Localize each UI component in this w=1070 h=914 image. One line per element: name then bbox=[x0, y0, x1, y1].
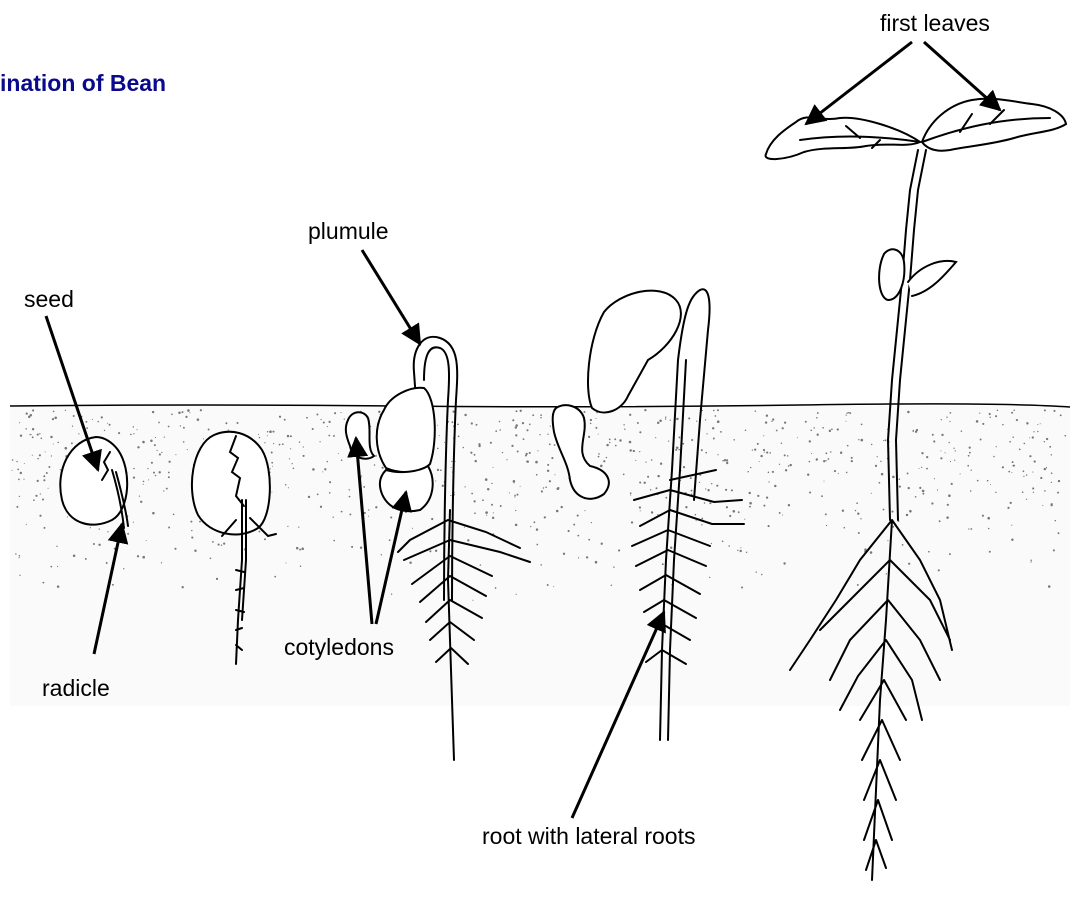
arrow-first-leaves-right bbox=[924, 42, 1000, 110]
arrow-plumule bbox=[362, 250, 420, 344]
arrow-first-leaves-left bbox=[806, 42, 912, 124]
label-cotyledons: cotyledons bbox=[284, 634, 394, 661]
cotyledon-upper bbox=[377, 388, 435, 472]
label-radicle: radicle bbox=[42, 675, 110, 702]
label-seed: seed bbox=[24, 286, 74, 313]
stage-5-cotyledons bbox=[879, 249, 956, 300]
soil bbox=[10, 404, 1070, 706]
label-plumule: plumule bbox=[308, 218, 389, 245]
soil-fill bbox=[10, 406, 1070, 706]
label-root-with-lateral-roots: root with lateral roots bbox=[482, 823, 695, 850]
stage-1-seed bbox=[60, 437, 128, 528]
stage-4-cotyledons bbox=[588, 291, 681, 413]
label-first-leaves: first leaves bbox=[880, 10, 990, 37]
diagram-title: ination of Bean bbox=[0, 70, 166, 97]
